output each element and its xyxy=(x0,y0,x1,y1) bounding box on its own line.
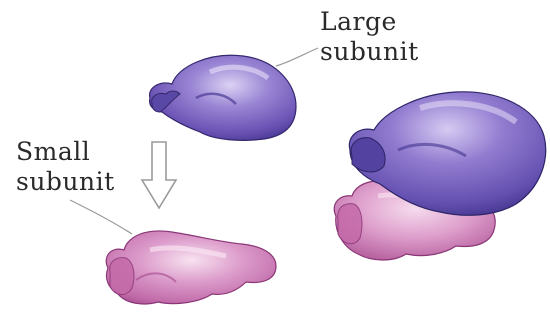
small-label-line2: subunit xyxy=(16,167,115,196)
assembled-ribosome xyxy=(334,92,545,260)
large-label-line2: subunit xyxy=(320,37,419,66)
large-subunit-separate xyxy=(150,55,296,140)
small-subunit-leader-line xyxy=(70,200,132,234)
separation-arrow-icon xyxy=(142,142,176,208)
large-label-line1: Large xyxy=(320,7,397,36)
small-subunit-separate xyxy=(106,231,276,304)
small-subunit-label: Small subunit xyxy=(16,137,115,196)
large-subunit-label: Large subunit xyxy=(320,7,419,66)
large-subunit-leader-line xyxy=(276,48,318,66)
small-label-line1: Small xyxy=(16,137,90,166)
